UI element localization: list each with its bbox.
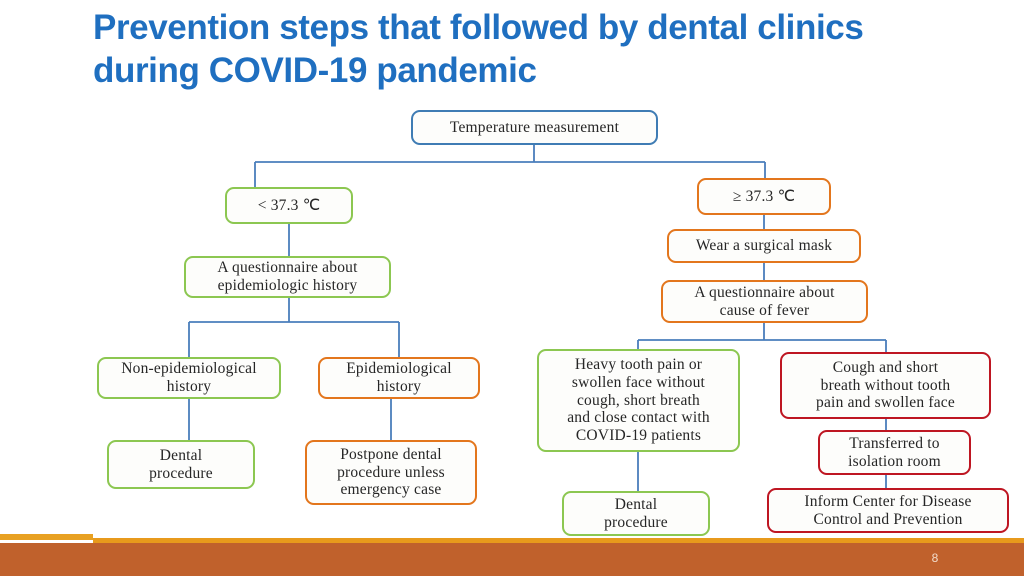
flowchart-node-transferred-to-isolation-room: Transferred to isolation room xyxy=(818,430,971,475)
flowchart-node-questionnaire-cause-of-fever: A questionnaire about cause of fever xyxy=(661,280,868,323)
flowchart-node-non-epidemiological-history: Non-epidemiological history xyxy=(97,357,281,399)
slide-number: 8 xyxy=(931,551,939,565)
flowchart-node-postpone-dental-procedure: Postpone dental procedure unless emergen… xyxy=(305,440,477,505)
flowchart-node-heavy-tooth-pain-criteria: Heavy tooth pain or swollen face without… xyxy=(537,349,740,452)
flowchart-node-epidemiological-history: Epidemiological history xyxy=(318,357,480,399)
footer-accent-bar-left xyxy=(0,534,93,540)
flowchart-node-temperature-measurement: Temperature measurement xyxy=(411,110,658,145)
flowchart-node-questionnaire-epidemiologic-history: A questionnaire about epidemiologic hist… xyxy=(184,256,391,298)
footer-accent-bar-right xyxy=(93,538,1024,543)
page-title: Prevention steps that followed by dental… xyxy=(93,8,864,91)
flowchart-node-cough-short-breath-criteria: Cough and short breath without tooth pai… xyxy=(780,352,991,419)
flowchart-node-temp-below-threshold: < 37.3 ℃ xyxy=(225,187,353,224)
flowchart-node-wear-surgical-mask: Wear a surgical mask xyxy=(667,229,861,263)
flowchart-node-inform-cdc: Inform Center for Disease Control and Pr… xyxy=(767,488,1009,533)
flowchart-node-dental-procedure-left: Dental procedure xyxy=(107,440,255,489)
flowchart-node-temp-at-or-above-threshold: ≥ 37.3 ℃ xyxy=(697,178,831,215)
flowchart-node-dental-procedure-right: Dental procedure xyxy=(562,491,710,536)
footer-bar xyxy=(0,543,1024,576)
